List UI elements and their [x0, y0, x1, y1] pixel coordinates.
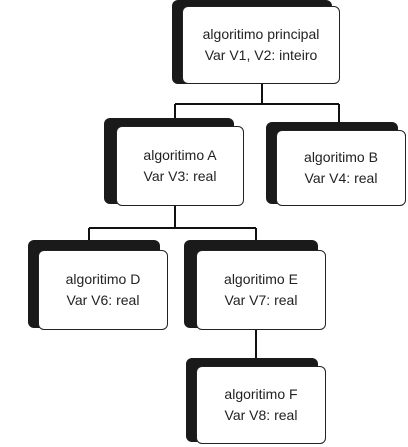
- node-algoritimo-f: algoritimo F Var V8: real: [186, 358, 328, 446]
- node-box: algoritimo D Var V6: real: [38, 250, 168, 330]
- node-algoritimo-a: algoritimo A Var V3: real: [104, 118, 244, 208]
- node-variables: Var V3: real: [143, 168, 217, 184]
- node-box: algoritimo F Var V8: real: [196, 366, 326, 444]
- node-box: algoritimo B Var V4: real: [276, 130, 406, 206]
- node-box: algoritimo E Var V7: real: [196, 250, 326, 330]
- node-algoritimo-d: algoritimo D Var V6: real: [28, 240, 170, 332]
- node-title: algoritimo D: [65, 271, 141, 287]
- node-title: algoritimo B: [304, 149, 378, 165]
- node-algoritimo-e: algoritimo E Var V7: real: [184, 240, 328, 332]
- node-title: algoritimo F: [224, 386, 298, 402]
- node-variables: Var V7: real: [224, 292, 298, 308]
- node-box: algoritimo A Var V3: real: [116, 126, 244, 206]
- node-box: algoritimo principal Var V1, V2: inteiro: [182, 6, 340, 84]
- node-title: algoritimo principal: [202, 26, 320, 42]
- node-variables: Var V8: real: [224, 407, 298, 423]
- node-title: algoritimo E: [224, 271, 298, 287]
- node-variables: Var V1, V2: inteiro: [204, 47, 318, 63]
- node-variables: Var V4: real: [304, 170, 378, 186]
- node-algoritimo-principal: algoritimo principal Var V1, V2: inteiro: [172, 0, 340, 86]
- node-variables: Var V6: real: [66, 292, 140, 308]
- node-algoritimo-b: algoritimo B Var V4: real: [266, 122, 408, 208]
- node-title: algoritimo A: [143, 147, 217, 163]
